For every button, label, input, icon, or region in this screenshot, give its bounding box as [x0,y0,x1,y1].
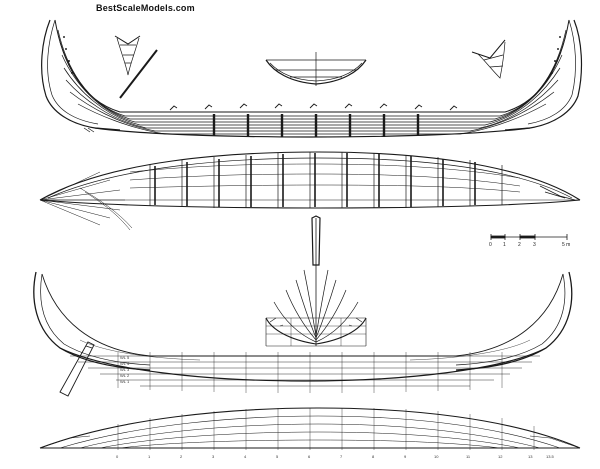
waterline-label: WL 1 [120,379,130,384]
waterline-label: WL 2 [120,373,130,378]
scale-tick-label: 2 [518,242,521,248]
scale-bar [490,234,568,240]
station-number: 2 [180,454,183,459]
station-numbers: 0 1 2 3 4 5 6 7 8 9 10 11 12 13 13.5 [116,454,555,459]
scale-tick-label: 5 m [562,242,570,248]
waterline-label: WL 5 [120,355,130,360]
hull-profile-planking [41,19,583,138]
hull-plan-view [39,151,581,231]
waterline-labels: WL 5 WL 4 WL 3 WL 2 WL 1 [120,355,130,384]
stem-detail-left [114,35,158,99]
station-number: 8 [372,454,375,459]
station-number: 5 [276,454,279,459]
scale-tick-label: 1 [503,242,506,248]
stern-detail-right [471,39,506,79]
watermark-text: BestScaleModels.com [96,3,195,13]
station-number: 1 [148,454,151,459]
waterline-label: WL 3 [120,367,130,372]
hull-body-plan [265,215,367,347]
waterline-label: WL 4 [120,361,130,366]
hull-lines-half-breadth [39,407,581,450]
station-number: 4 [244,454,247,459]
station-number: 13.5 [546,454,555,459]
station-number: 6 [308,454,311,459]
station-number: 9 [404,454,407,459]
station-number: 12 [498,454,503,459]
scale-tick-label: 3 [533,242,536,248]
station-number: 7 [340,454,343,459]
scale-tick-label: 0 [489,242,492,248]
station-number: 13 [528,454,533,459]
station-number: 11 [466,454,471,459]
station-number: 3 [212,454,215,459]
station-number: 0 [116,454,119,459]
scale-bar-labels: 0 1 2 3 5 m [489,242,570,248]
station-number: 10 [434,454,439,459]
hull-lines-profile [33,271,573,397]
hull-section-midship-top [265,52,367,86]
